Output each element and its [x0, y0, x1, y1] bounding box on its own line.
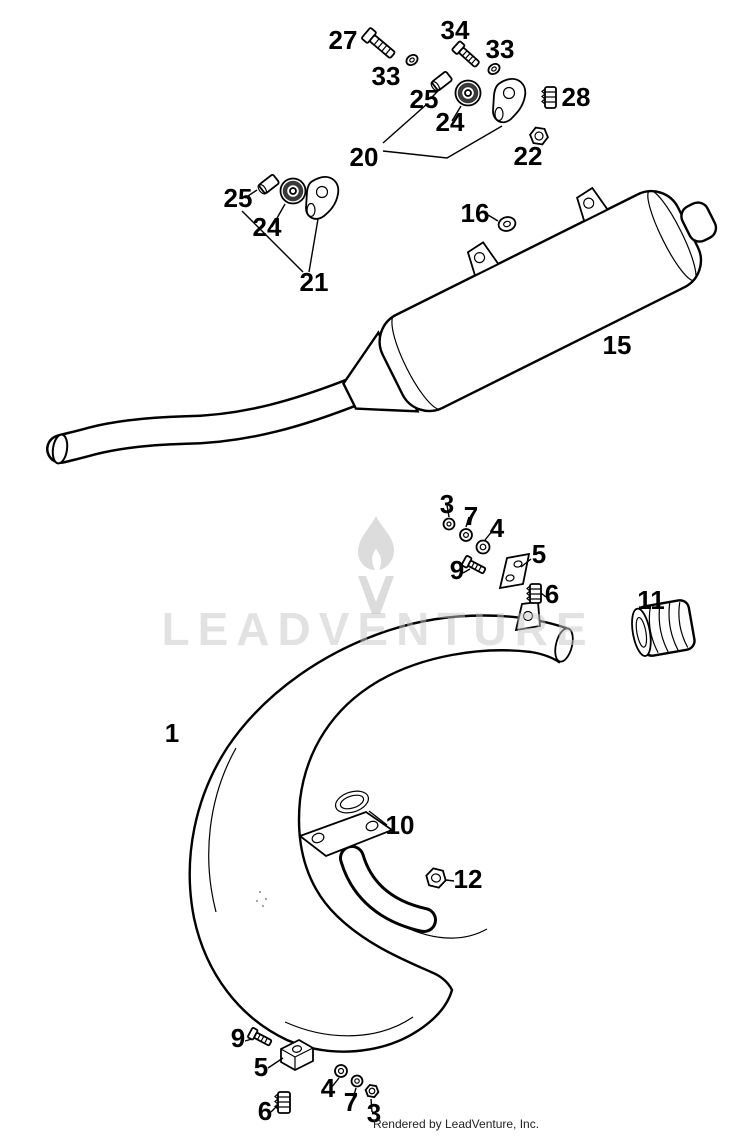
nut-12: [425, 867, 447, 889]
callout-10: 10: [386, 810, 415, 840]
watermark-flame-icon: [358, 516, 394, 570]
callout-12: 12: [454, 864, 483, 894]
callout-22: 22: [514, 141, 543, 171]
grommet-24-left: [279, 177, 307, 205]
silencer-tail-tip: [680, 201, 718, 243]
silencer-mount-tab-front: [466, 241, 500, 277]
callout-3-top: 3: [440, 489, 454, 519]
callout-5-bottom: 5: [254, 1052, 268, 1082]
callout-7-bottom: 7: [344, 1087, 358, 1117]
washer-3-top: [442, 517, 456, 531]
clip-28: [541, 86, 557, 109]
callout-34: 34: [441, 15, 470, 45]
bolt-27: [361, 27, 396, 59]
bracket-5-top: [498, 552, 531, 590]
watermark-v-icon: [358, 576, 394, 614]
callout-25-top: 25: [410, 84, 439, 114]
washer-33-left: [405, 53, 419, 67]
callout-6-bottom: 6: [258, 1096, 272, 1126]
nut-3-bottom: [364, 1083, 380, 1099]
callout-24-top: 24: [436, 107, 465, 137]
chamber-weld-seam-left: [208, 747, 237, 913]
silencer-header-pipe: [46, 375, 373, 465]
grommet-24-right: [454, 79, 482, 107]
silencer-body: [378, 189, 703, 413]
callout-33-left: 33: [372, 61, 401, 91]
clip-6-top: [526, 583, 542, 604]
callout-33-right: 33: [486, 34, 515, 64]
washer-16: [497, 216, 517, 232]
callout-27: 27: [329, 25, 358, 55]
expansion-chamber-1: [188, 600, 574, 1053]
callout-7-top: 7: [464, 501, 478, 531]
washer-4-top: [475, 539, 491, 555]
callout-21: 21: [300, 267, 329, 297]
chamber-outlet-neck: [554, 627, 574, 663]
callout-6-top: 6: [545, 579, 559, 609]
silencer-mount-tab-rear: [576, 186, 609, 223]
silencer-endcap-seam: [647, 189, 697, 282]
spacer-25-left: [257, 174, 280, 195]
callout-3-bottom: 3: [367, 1098, 381, 1128]
silencer-dome-seam: [391, 316, 440, 411]
pipe-open-end: [51, 433, 69, 465]
callout-1: 1: [165, 718, 179, 748]
silencer-15: [342, 186, 718, 413]
callout-11: 11: [637, 585, 665, 615]
hanger-bracket-left: [305, 176, 340, 220]
hanger-bracket-right: [492, 78, 527, 124]
exhaust-flange-11: [631, 599, 696, 657]
chamber-inlet-stub: [339, 845, 488, 939]
footer-credit: Rendered by LeadVenture, Inc.: [373, 1117, 539, 1131]
bolt-9-bottom: [247, 1027, 273, 1047]
leader-lines: [241, 87, 547, 1113]
nut-22: [529, 126, 549, 146]
washer-7-top: [459, 528, 473, 542]
callout-15: 15: [603, 330, 632, 360]
callout-9-bottom: 9: [231, 1023, 245, 1053]
chamber-texture-dots: [255, 890, 268, 908]
callout-5-top: 5: [532, 539, 546, 569]
callout-labels: 27 34 33 33 25 24 28 22 20 25 24 21 16 1…: [165, 15, 665, 1128]
callout-25-left: 25: [224, 183, 253, 213]
callout-20: 20: [350, 142, 379, 172]
bolt-34: [451, 40, 480, 68]
washer-7-bottom: [350, 1074, 364, 1088]
bracket-5-bottom: [280, 1038, 314, 1072]
bolt-9-top: [461, 555, 487, 575]
callout-24-left: 24: [253, 212, 282, 242]
chamber-body: [188, 614, 569, 1053]
gasket-ring-10: [334, 790, 370, 814]
chamber-weld-seam-bottom: [284, 1016, 414, 1037]
callout-4-top: 4: [490, 513, 505, 543]
callout-4-bottom: 4: [321, 1073, 336, 1103]
clip-6-bottom: [274, 1091, 291, 1114]
watermark-label: LEADVENTURE: [161, 603, 594, 655]
washer-33-right: [487, 62, 501, 76]
washer-4-bottom: [334, 1064, 348, 1078]
chamber-inlet-flange: [298, 810, 394, 858]
callout-28: 28: [562, 82, 591, 112]
watermark: LEADVENTURE: [161, 516, 594, 655]
callout-16: 16: [461, 198, 490, 228]
callout-9-top: 9: [450, 555, 464, 585]
